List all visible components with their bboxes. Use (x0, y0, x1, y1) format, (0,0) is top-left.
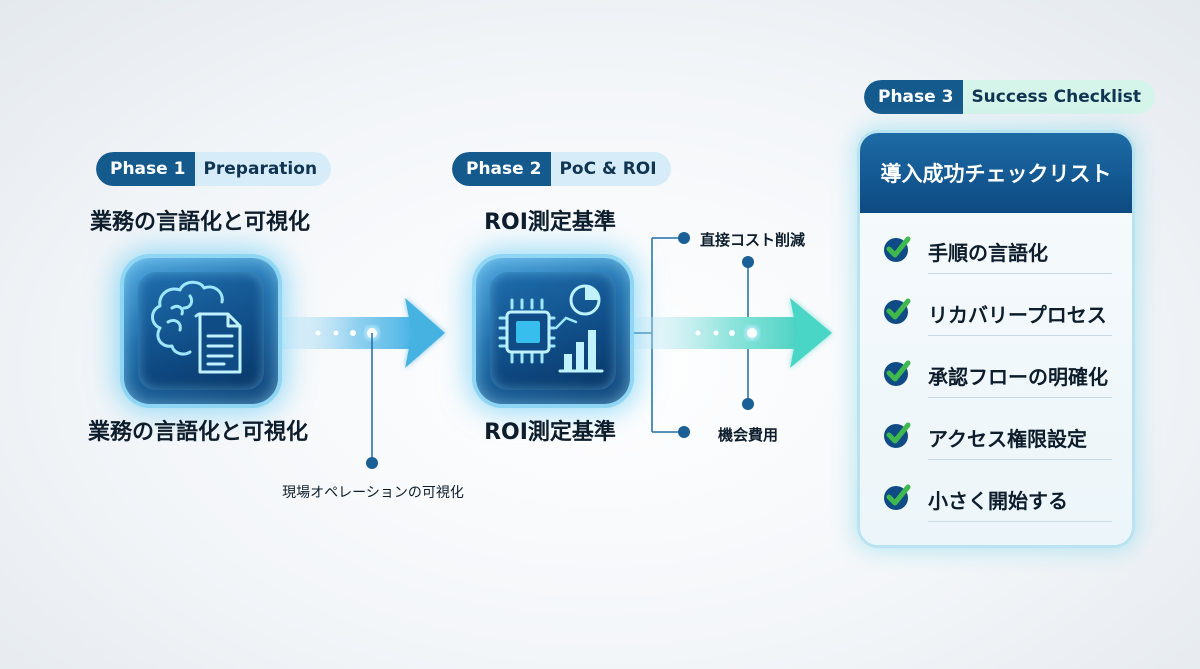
branch-label-direct-cost: 直接コスト削減 (700, 231, 806, 249)
checklist-divider (928, 335, 1112, 336)
checklist-item-label: アクセス権限設定 (928, 427, 1087, 451)
phase2-title-bottom: ROI測定基準 (484, 420, 616, 445)
chip-chart-icon (498, 284, 604, 373)
phase1-badge-name: Preparation (195, 152, 332, 186)
phase2-badge-number: Phase 2 (452, 152, 552, 186)
phase1-icon-tile (124, 258, 278, 404)
checklist-item-label: 手順の言語化 (928, 241, 1048, 265)
phase3-badge-number: Phase 3 (864, 80, 964, 114)
checklist-item-label: リカバリープロセス (928, 303, 1107, 327)
checklist-item-label: 承認フローの明確化 (928, 365, 1108, 389)
check-circle-icon (884, 236, 911, 262)
phase2-badge-name: PoC & ROI (551, 152, 671, 186)
phase2-title-top: ROI測定基準 (484, 210, 616, 235)
checklist-item: 手順の言語化 (882, 228, 1112, 274)
note-connector-1 (366, 333, 378, 469)
checklist-divider (928, 459, 1112, 460)
phase1-title-bottom: 業務の言語化と可視化 (87, 420, 308, 445)
phase1-title-top: 業務の言語化と可視化 (89, 210, 310, 235)
check-circle-icon (884, 360, 911, 386)
checklist-item: 小さく開始する (882, 476, 1112, 522)
checklist-item: リカバリープロセス (882, 290, 1112, 336)
phase2-badge: Phase 2 PoC & ROI (452, 152, 671, 186)
flow-arrow-2 (630, 298, 832, 368)
check-circle-icon (884, 298, 911, 324)
checklist-item: アクセス権限設定 (882, 414, 1112, 460)
flow-arrow-1 (276, 298, 445, 368)
phase3-badge-name: Success Checklist (963, 80, 1156, 114)
checklist-divider (928, 273, 1112, 274)
check-circle-icon (884, 422, 911, 448)
phase2-icon-tile (476, 258, 630, 404)
checklist-item-label: 小さく開始する (928, 489, 1068, 513)
phase1-badge-number: Phase 1 (96, 152, 196, 186)
check-circle-icon (884, 484, 911, 510)
phase1-note: 現場オペレーションの可視化 (282, 485, 464, 501)
checklist-card: 導入成功チェックリスト 手順の言語化リカバリープロセス承認フローの明確化アクセス… (860, 133, 1132, 545)
phase3-badge: Phase 3 Success Checklist (864, 80, 1156, 114)
checklist-divider (928, 521, 1112, 522)
checklist-item: 承認フローの明確化 (882, 352, 1112, 398)
branch-label-opportunity-cost: 機会費用 (718, 426, 779, 444)
checklist-title: 導入成功チェックリスト (860, 133, 1132, 213)
phase1-badge: Phase 1 Preparation (96, 152, 332, 186)
brain-document-icon (151, 280, 242, 374)
checklist-divider (928, 397, 1112, 398)
